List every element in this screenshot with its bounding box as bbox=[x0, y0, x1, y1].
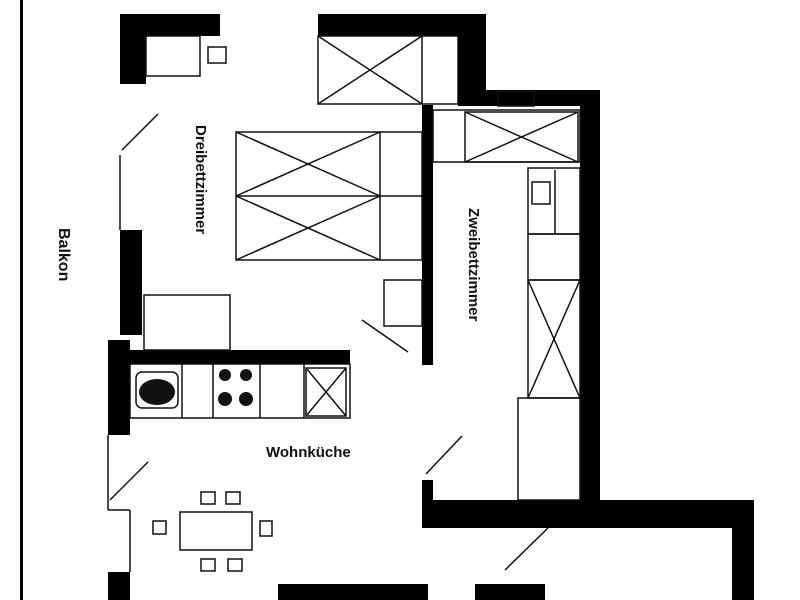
wall-left-bottom bbox=[108, 572, 130, 600]
window-top-left bbox=[145, 35, 201, 77]
wall-kitchen-top bbox=[130, 350, 350, 364]
wall-right-outer bbox=[580, 90, 600, 502]
wardrobe-zweibett-side bbox=[527, 279, 581, 399]
door-balkon-top bbox=[121, 113, 159, 151]
small-fixture bbox=[531, 181, 551, 205]
wall-left-lower bbox=[108, 340, 130, 435]
wall-right-upper bbox=[458, 14, 486, 104]
wall-middle-vertical bbox=[422, 105, 433, 365]
wardrobe-zweibett-top bbox=[464, 111, 579, 163]
wall-lower-right-vertical bbox=[732, 500, 754, 600]
kitchen-counter bbox=[129, 363, 351, 419]
balcony-edge-line bbox=[20, 0, 23, 600]
wardrobe-top-right bbox=[432, 109, 581, 163]
wall-right-step bbox=[458, 90, 598, 106]
room-label-wohnkueche: Wohnküche bbox=[266, 444, 351, 461]
wall-bottom-block-2 bbox=[475, 584, 545, 600]
thin-lines bbox=[107, 35, 581, 572]
stove-icon bbox=[218, 369, 253, 406]
door-zweibett bbox=[425, 435, 463, 475]
room-label-zweibettzimmer: Zweibettzimmer bbox=[465, 208, 482, 322]
wall-bottom-block-1 bbox=[278, 584, 428, 600]
door-balkon-bottom bbox=[109, 461, 149, 501]
wall-middle-lower bbox=[422, 480, 433, 526]
wardrobe-dreibett bbox=[317, 35, 459, 105]
wall-left-mid bbox=[120, 230, 142, 335]
dining-table bbox=[152, 491, 273, 572]
door-swings bbox=[109, 113, 549, 571]
wardrobe-zweibett-upper bbox=[527, 233, 581, 281]
wardrobe-zweibett-lower bbox=[517, 397, 581, 501]
room-label-balkon: Balkon bbox=[55, 228, 72, 281]
room-label-dreibettzimmer: Dreibettzimmer bbox=[192, 125, 209, 234]
door-bottom-right bbox=[504, 527, 549, 571]
door-dreibett bbox=[361, 319, 409, 353]
walls bbox=[108, 14, 754, 600]
wall-top-left-post bbox=[120, 14, 146, 84]
window-top-right bbox=[497, 91, 535, 107]
wall-top-right bbox=[318, 14, 486, 36]
desk-dreibett bbox=[143, 294, 231, 351]
small-box-icon bbox=[207, 46, 227, 64]
night-table bbox=[383, 279, 423, 327]
wall-lower-right-horizontal bbox=[422, 500, 752, 528]
beds-dreibett bbox=[235, 131, 423, 261]
shelf-zweibett bbox=[527, 167, 581, 235]
sink-icon bbox=[135, 371, 179, 409]
